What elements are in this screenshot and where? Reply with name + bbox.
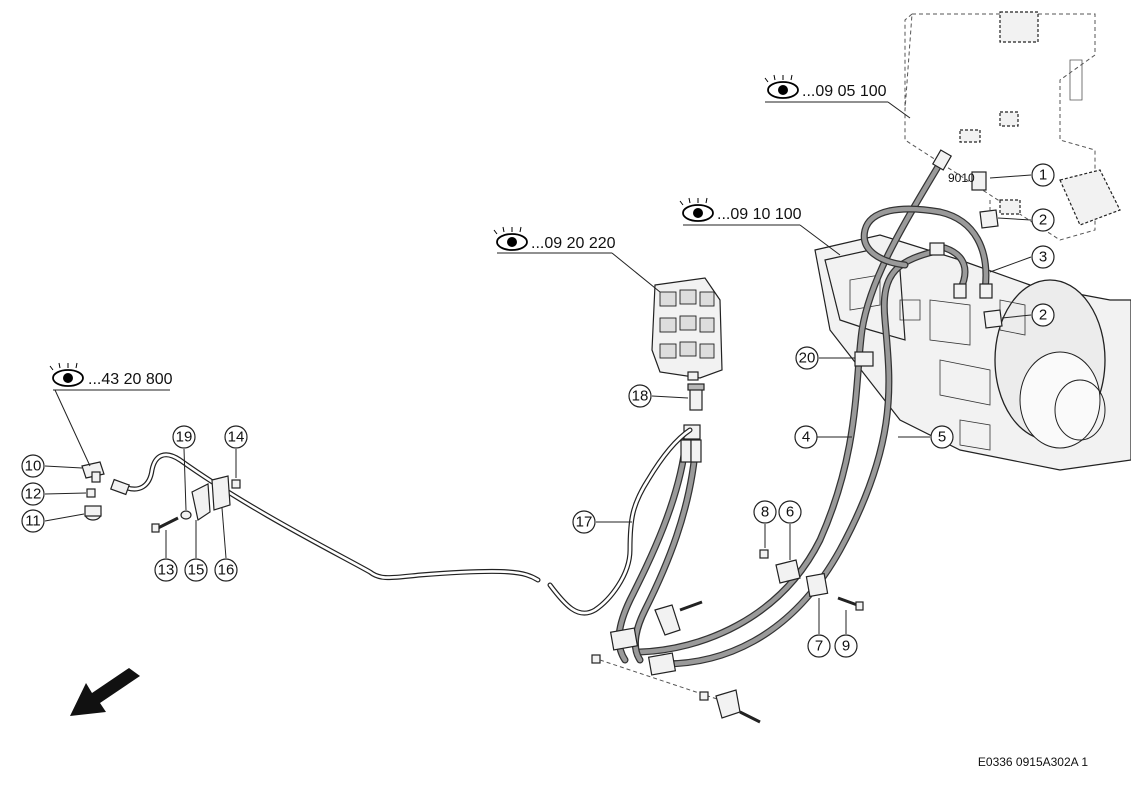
bolt-9 <box>837 596 864 611</box>
hose-3 <box>860 205 990 294</box>
callout-number: 3 <box>1039 249 1047 266</box>
callout-number: 16 <box>218 562 235 579</box>
callout-number: 8 <box>761 504 769 521</box>
reference-43-20-800[interactable]: ...43 20 800 <box>49 362 173 467</box>
clamp-15-16 <box>191 475 231 521</box>
callout-leaders <box>44 174 1032 634</box>
pipe-17 <box>547 427 693 616</box>
callout-20[interactable]: 20 <box>795 346 819 370</box>
callout-number: 6 <box>786 504 794 521</box>
callout-17[interactable]: 17 <box>572 510 596 534</box>
cap-11 <box>84 505 102 521</box>
direction-arrow-icon <box>70 668 140 716</box>
washer-19 <box>180 510 192 520</box>
document-id: E0336 0915A302A 1 <box>978 755 1088 769</box>
pipe-end-fitting <box>110 478 130 496</box>
callout-number: 4 <box>802 429 810 446</box>
clamp-6 <box>775 559 801 584</box>
left-pipe <box>117 452 541 583</box>
control-valve-block <box>651 277 723 381</box>
callout-15[interactable]: 15 <box>184 558 208 582</box>
callout-number: 19 <box>176 429 193 446</box>
bolt-13 <box>151 516 179 533</box>
eye-icon <box>49 362 84 387</box>
callout-3[interactable]: 3 <box>1031 245 1055 269</box>
callout-number: 17 <box>576 514 593 531</box>
callout-2[interactable]: 2 <box>1031 208 1055 232</box>
clamp-20 <box>854 351 874 367</box>
callout-7[interactable]: 7 <box>807 634 831 658</box>
callout-number: 10 <box>25 458 42 475</box>
callout-1[interactable]: 1 <box>1031 163 1055 187</box>
callout-13[interactable]: 13 <box>154 558 178 582</box>
nut-14 <box>231 479 241 489</box>
reference-09-10-100[interactable]: ...09 10 100 <box>679 197 841 256</box>
callout-number: 15 <box>188 562 205 579</box>
callout-number: 2 <box>1039 212 1047 229</box>
callout-number: 1 <box>1039 167 1047 184</box>
hose-5 <box>656 246 944 668</box>
hose-fittings <box>680 149 993 463</box>
callout-4[interactable]: 4 <box>794 425 818 449</box>
reference-label: ...43 20 800 <box>88 371 173 388</box>
callout-number: 14 <box>228 429 245 446</box>
connector-18 <box>687 383 705 411</box>
fittings-1-2 <box>959 111 1021 329</box>
plug-12 <box>86 488 96 498</box>
callout-8[interactable]: 8 <box>753 500 777 524</box>
callout-number: 20 <box>799 350 816 367</box>
callout-19[interactable]: 19 <box>172 425 196 449</box>
lower-clamp-assembly <box>591 600 761 724</box>
callout-number: 11 <box>25 513 41 530</box>
reference-09-20-220[interactable]: ...09 20 220 <box>493 226 661 293</box>
callout-5[interactable]: 5 <box>930 425 954 449</box>
callout-2b[interactable]: 2 <box>1031 303 1055 327</box>
callout-number: 5 <box>938 429 946 446</box>
callout-18[interactable]: 18 <box>628 384 652 408</box>
tee-fitting-10 <box>81 461 105 483</box>
callout-16[interactable]: 16 <box>214 558 238 582</box>
eye-icon <box>764 74 799 99</box>
reference-label: ...09 10 100 <box>717 206 802 223</box>
reference-label: ...09 05 100 <box>802 83 887 100</box>
reference-label: ...09 20 220 <box>531 235 616 252</box>
callout-14[interactable]: 14 <box>224 425 248 449</box>
callout-number: 7 <box>815 638 823 655</box>
callout-11[interactable]: 11 <box>21 509 45 533</box>
hydraulic-tank-outline <box>904 11 1096 241</box>
callout-9[interactable]: 9 <box>834 634 858 658</box>
nut-8 <box>759 549 769 559</box>
part-note: 9010 <box>948 171 975 185</box>
callout-12[interactable]: 12 <box>21 482 45 506</box>
callout-number: 18 <box>632 388 649 405</box>
eye-icon <box>493 226 528 251</box>
callout-10[interactable]: 10 <box>21 454 45 478</box>
clamp-7 <box>805 572 829 598</box>
eye-icon <box>679 197 714 222</box>
reference-09-05-100[interactable]: ...09 05 100 <box>764 74 911 119</box>
callout-number: 12 <box>25 486 42 503</box>
callout-6[interactable]: 6 <box>778 500 802 524</box>
callout-number: 2 <box>1039 307 1047 324</box>
callout-number: 13 <box>158 562 175 579</box>
callout-number: 9 <box>842 638 850 655</box>
